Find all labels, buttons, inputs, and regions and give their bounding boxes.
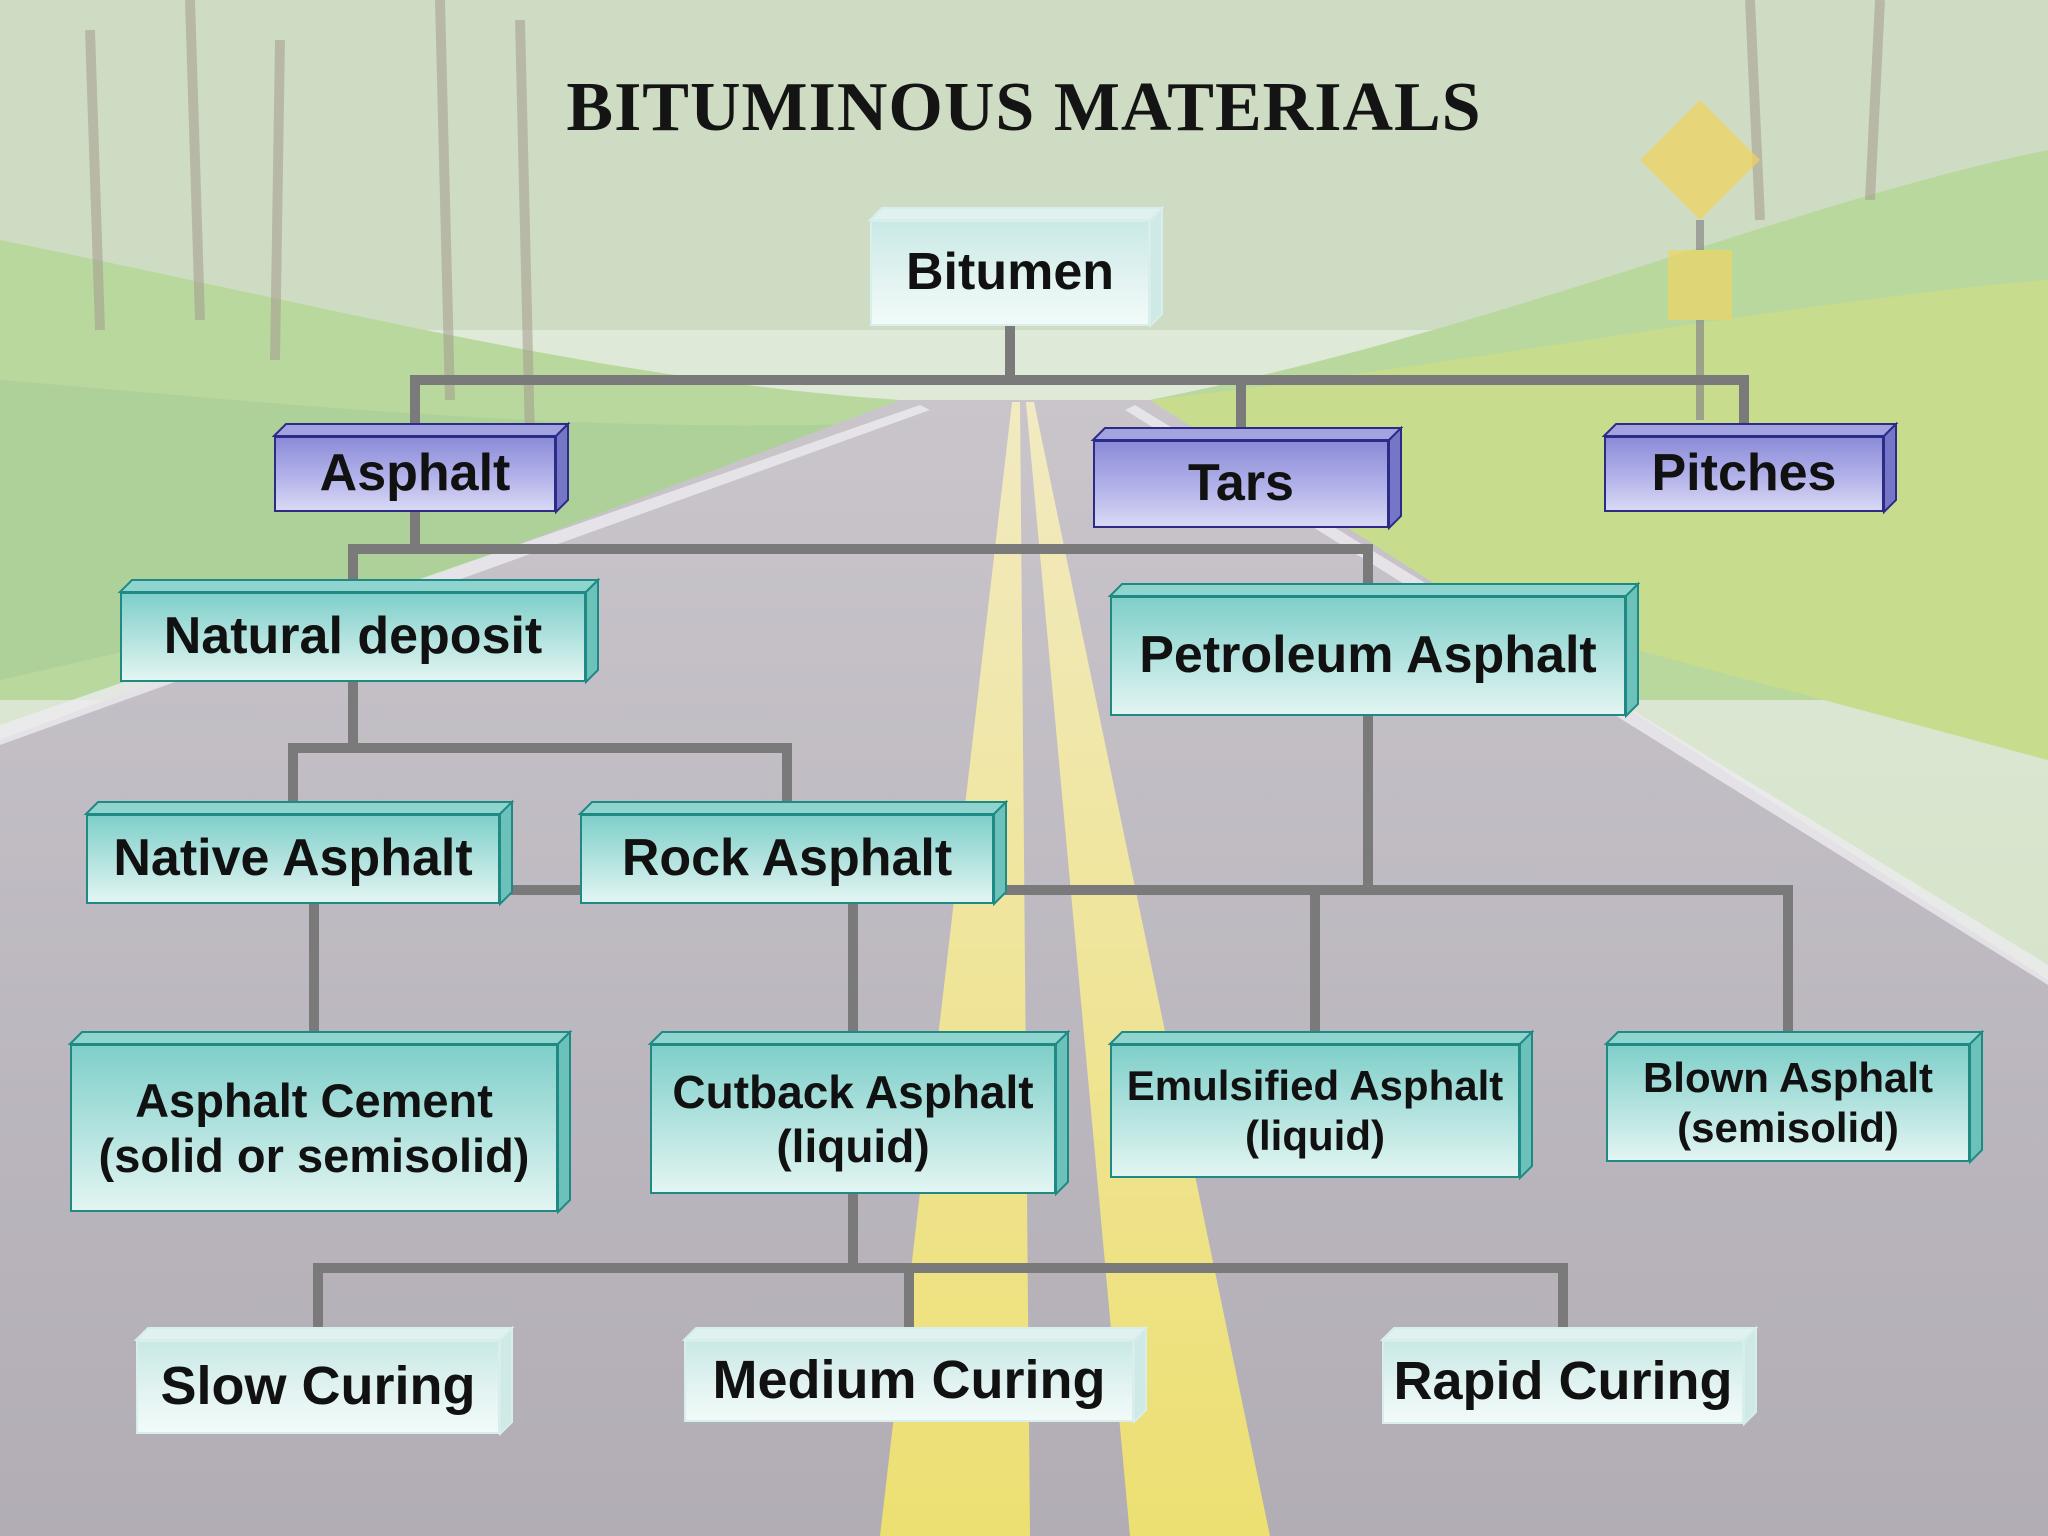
node-cutback-asphalt: Cutback Asphalt (liquid) xyxy=(647,1029,1071,1197)
node-medium-curing: Medium Curing xyxy=(681,1325,1149,1425)
node-slow-curing-label: Slow Curing xyxy=(160,1356,476,1417)
node-asphalt-label: Asphalt xyxy=(319,444,511,503)
box-3d-faces xyxy=(1601,421,1899,515)
node-tars: Tars xyxy=(1090,425,1404,531)
node-asphalt-cement-label: Asphalt Cement xyxy=(135,1073,493,1127)
box-3d-faces xyxy=(1107,581,1641,719)
slide-title: BITUMINOUS MATERIALS xyxy=(566,69,1482,146)
node-asphalt-cement-sub: (solid or semisolid) xyxy=(98,1129,530,1182)
node-emulsified-asphalt: Emulsified Asphalt (liquid) xyxy=(1107,1029,1535,1181)
box-3d-faces xyxy=(117,577,601,685)
node-blown-asphalt-label: Blown Asphalt xyxy=(1642,1054,1934,1102)
node-rapid-curing: Rapid Curing xyxy=(1379,1325,1759,1427)
node-emulsified-asphalt-sub: (liquid) xyxy=(1245,1112,1385,1159)
node-pitches: Pitches xyxy=(1601,421,1899,515)
node-asphalt-cement: Asphalt Cement (solid or semisolid) xyxy=(67,1029,573,1215)
node-emulsified-asphalt-label: Emulsified Asphalt xyxy=(1126,1062,1504,1110)
box-3d-faces xyxy=(867,205,1165,329)
node-asphalt: Asphalt xyxy=(271,421,571,515)
node-cutback-asphalt-label: Cutback Asphalt xyxy=(672,1065,1034,1118)
node-petroleum-asphalt-label: Petroleum Asphalt xyxy=(1139,626,1597,685)
node-slow-curing: Slow Curing xyxy=(133,1325,515,1437)
node-medium-curing-label: Medium Curing xyxy=(712,1350,1106,1411)
node-natural-deposit: Natural deposit xyxy=(117,577,601,685)
node-cutback-asphalt-sub: (liquid) xyxy=(776,1120,930,1172)
node-native-asphalt: Native Asphalt xyxy=(83,799,515,907)
node-tars-label: Tars xyxy=(1188,454,1294,513)
node-blown-asphalt-sub: (semisolid) xyxy=(1677,1104,1899,1151)
node-rock-asphalt-label: Rock Asphalt xyxy=(621,829,953,888)
node-pitches-label: Pitches xyxy=(1651,444,1837,503)
node-native-asphalt-label: Native Asphalt xyxy=(113,829,473,888)
node-natural-deposit-label: Natural deposit xyxy=(163,607,543,666)
node-bitumen-label: Bitumen xyxy=(906,243,1114,302)
node-bitumen: Bitumen xyxy=(867,205,1165,329)
node-rock-asphalt: Rock Asphalt xyxy=(577,799,1009,907)
node-blown-asphalt: Blown Asphalt (semisolid) xyxy=(1603,1029,1985,1165)
node-petroleum-asphalt: Petroleum Asphalt xyxy=(1107,581,1641,719)
node-rapid-curing-label: Rapid Curing xyxy=(1393,1351,1733,1412)
